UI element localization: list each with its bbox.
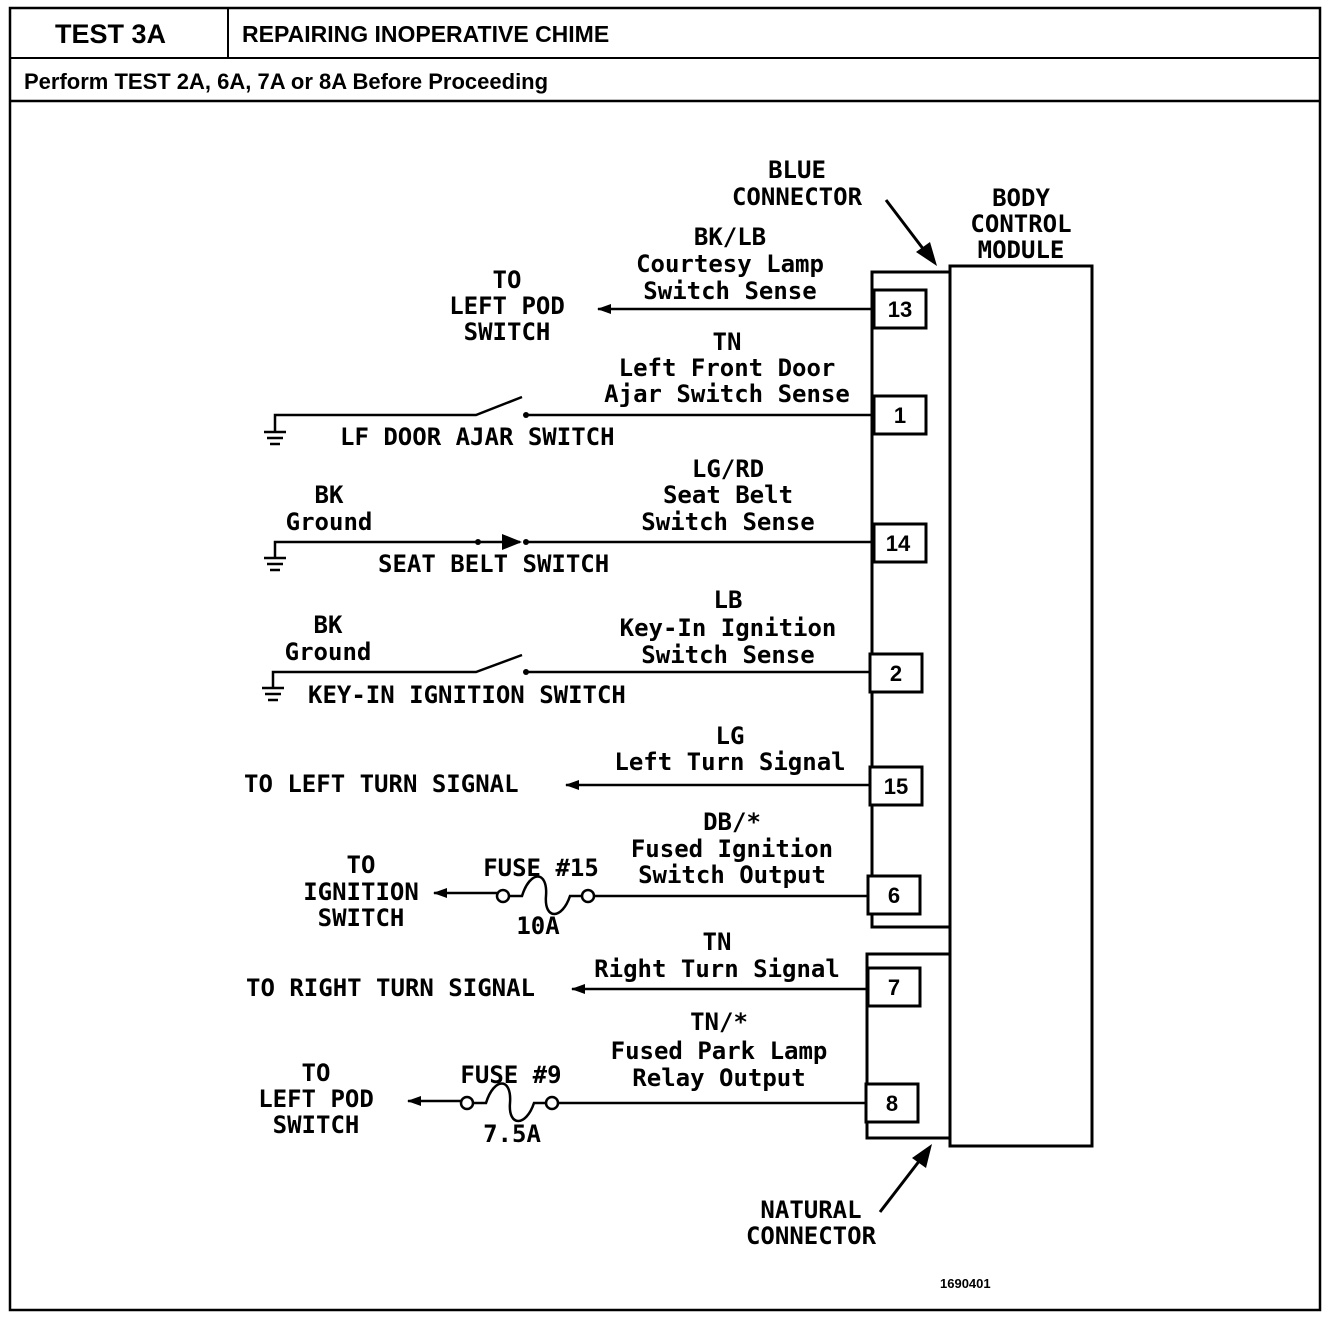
wire-function: Ajar Switch Sense (604, 380, 850, 408)
ground-label: Ground (285, 638, 372, 666)
pin-box (866, 966, 922, 1008)
natural-connector-label-line-1: NATURAL (760, 1196, 861, 1224)
pin-box (868, 652, 924, 694)
wire-color: LG/RD (692, 455, 764, 483)
device-label: LF DOOR AJAR SWITCH (340, 423, 615, 451)
wire-color: LB (714, 586, 743, 614)
circuit-pin-15: 15 LG Left Turn Signal TO LEFT TURN SIGN… (244, 722, 924, 807)
seat-belt-switch-icon (502, 534, 522, 550)
wire-function: Relay Output (632, 1064, 805, 1092)
destination-label: SWITCH (318, 904, 405, 932)
wire-function: Left Turn Signal (614, 748, 845, 776)
module-label-line-2: CONTROL (970, 210, 1071, 238)
pin-number: 8 (886, 1091, 898, 1116)
pin-number: 13 (888, 297, 912, 322)
destination-label: LEFT POD (449, 292, 565, 320)
page-title: REPAIRING INOPERATIVE CHIME (242, 21, 609, 47)
wire-color: BK/LB (694, 223, 766, 251)
wire-color: LG (716, 722, 745, 750)
wire-function: Key-In Ignition (620, 614, 837, 642)
destination-label: IGNITION (303, 878, 419, 906)
wire-function: Switch Sense (641, 508, 814, 536)
wire-function: Switch Output (638, 861, 826, 889)
header: TEST 3A REPAIRING INOPERATIVE CHIME Perf… (8, 6, 1322, 1312)
wire-function: Fused Park Lamp (611, 1037, 828, 1065)
ground-icon (264, 428, 286, 446)
pin-box (866, 874, 922, 916)
blue-connector-label-line-1: BLUE (768, 156, 826, 184)
wire-color: TN/* (690, 1008, 748, 1036)
wire-function: Fused Ignition (631, 835, 833, 863)
wire-color: TN (713, 328, 742, 356)
fuse-label: FUSE #15 (483, 854, 599, 882)
ground-wire-color: BK (315, 481, 344, 509)
module-box (948, 264, 1094, 1148)
wire-color: DB/* (703, 808, 761, 836)
wire-function: Seat Belt (663, 481, 793, 509)
natural-connector-pointer-head (912, 1144, 932, 1168)
fuse-icon (495, 875, 596, 916)
body-control-module: BODY CONTROL MODULE (948, 184, 1094, 1148)
device-label: KEY-IN IGNITION SWITCH (308, 681, 626, 709)
ground-icon (264, 554, 286, 572)
switch-contact (271, 653, 523, 684)
blue-connector-body (870, 270, 952, 929)
wire-function: Right Turn Signal (594, 955, 840, 983)
prerequisite-note: Perform TEST 2A, 6A, 7A or 8A Before Pro… (24, 69, 548, 94)
wire-function: Left Front Door (619, 354, 836, 382)
pin-box (868, 765, 924, 807)
outer-frame (8, 6, 1322, 1312)
wire-function: Switch Sense (643, 277, 816, 305)
blue-connector-label-line-2: CONNECTOR (732, 183, 863, 211)
ground-label: Ground (286, 508, 373, 536)
pin-number: 2 (890, 661, 902, 686)
switch-contact (273, 540, 520, 554)
natural-connector-label-line-2: CONNECTOR (746, 1222, 877, 1250)
destination-label: TO (493, 266, 522, 294)
fuse-rating: 10A (516, 912, 560, 940)
circuit-pin-8: 8 FUSE #9 7.5A TN/* Fused Park Lamp Rela… (258, 1008, 920, 1148)
pin-number: 15 (884, 774, 908, 799)
destination-label: SWITCH (464, 318, 551, 346)
ground-icon (262, 684, 284, 702)
test-id: TEST 3A (55, 19, 166, 49)
module-label-line-3: MODULE (978, 236, 1065, 264)
module-label-line-1: BODY (992, 184, 1050, 212)
ground-wire-color: BK (314, 611, 343, 639)
circuit-pin-2: 2 BK Ground LB Key-In Ignition Switch Se… (262, 586, 924, 709)
destination-label: TO (302, 1059, 331, 1087)
wire-function: Courtesy Lamp (636, 250, 824, 278)
circuit-pin-6: 6 FUSE #15 10A DB/* Fused Ignition Switc… (303, 808, 922, 940)
destination-label: TO (347, 851, 376, 879)
destination-label: TO RIGHT TURN SIGNAL (246, 974, 535, 1002)
pin-box (872, 394, 928, 436)
natural-connector-pointer (878, 1159, 922, 1213)
destination-label: SWITCH (273, 1111, 360, 1139)
blue-connector: BLUE CONNECTOR (732, 156, 952, 929)
circuit-pin-13: 13 BK/LB Courtesy Lamp Switch Sense TO L… (449, 223, 928, 346)
figure-id: 1690401 (940, 1276, 991, 1291)
circuit-pin-14: 14 BK Ground LG/RD Seat Belt Switch Sens… (264, 455, 928, 578)
fuse-label: FUSE #9 (460, 1061, 561, 1089)
circuit-pin-7: 7 TN Right Turn Signal TO RIGHT TURN SIG… (246, 928, 922, 1008)
destination-label: TO LEFT TURN SIGNAL (244, 770, 519, 798)
pin-number: 1 (894, 403, 906, 428)
pin-number: 6 (888, 883, 900, 908)
fuse-icon (459, 1082, 560, 1123)
wire-color: TN (703, 928, 732, 956)
destination-label: LEFT POD (258, 1085, 374, 1113)
fuse-rating: 7.5A (483, 1120, 541, 1148)
blue-connector-pointer (884, 199, 926, 251)
switch-contact (273, 395, 523, 428)
pin-number: 7 (888, 975, 900, 1000)
device-label: SEAT BELT SWITCH (378, 550, 609, 578)
blue-connector-pointer-head (916, 242, 937, 266)
circuit-pin-1: 1 TN Left Front Door Ajar Switch Sense L… (264, 328, 928, 451)
pin-number: 14 (886, 531, 911, 556)
wire-function: Switch Sense (641, 641, 814, 669)
